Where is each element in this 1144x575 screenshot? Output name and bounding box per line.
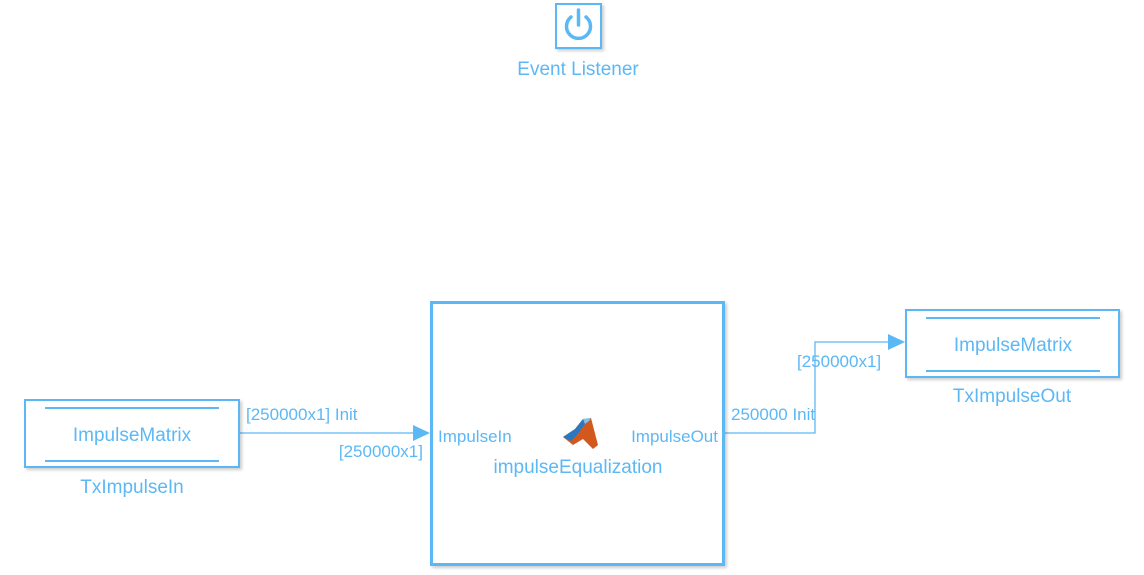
event-listener-block[interactable] — [555, 3, 602, 49]
output-signal-label: 250000 Init — [731, 405, 816, 424]
input-signal-label: [250000x1] Init — [246, 405, 358, 424]
input-signal-line[interactable] — [239, 425, 430, 441]
source-block[interactable]: ImpulseMatrix — [24, 399, 240, 468]
sink-block-name: TxImpulseOut — [952, 386, 1072, 407]
divider — [45, 407, 219, 409]
source-block-name: TxImpulseIn — [80, 477, 184, 498]
input-signal-dims: [250000x1] — [338, 442, 423, 461]
event-listener-label: Event Listener — [517, 59, 639, 80]
output-port-label: ImpulseOut — [631, 427, 718, 446]
sink-block-content: ImpulseMatrix — [953, 335, 1073, 356]
function-block-name: impulseEqualization — [493, 457, 663, 478]
input-port-label: ImpulseIn — [438, 427, 512, 446]
power-icon — [564, 8, 593, 41]
output-signal-dims: [250000x1] — [797, 352, 882, 371]
arrow-head-icon — [888, 334, 905, 350]
source-block-content: ImpulseMatrix — [72, 425, 192, 446]
divider — [926, 317, 1100, 319]
sink-block[interactable]: ImpulseMatrix — [905, 309, 1120, 378]
matlab-logo-icon — [563, 418, 598, 449]
divider — [45, 460, 219, 462]
divider — [926, 370, 1100, 372]
arrow-head-icon — [413, 425, 430, 441]
output-signal-line[interactable] — [724, 334, 905, 434]
function-block[interactable]: ImpulseIn ImpulseOut impulseEqualization — [430, 301, 725, 566]
